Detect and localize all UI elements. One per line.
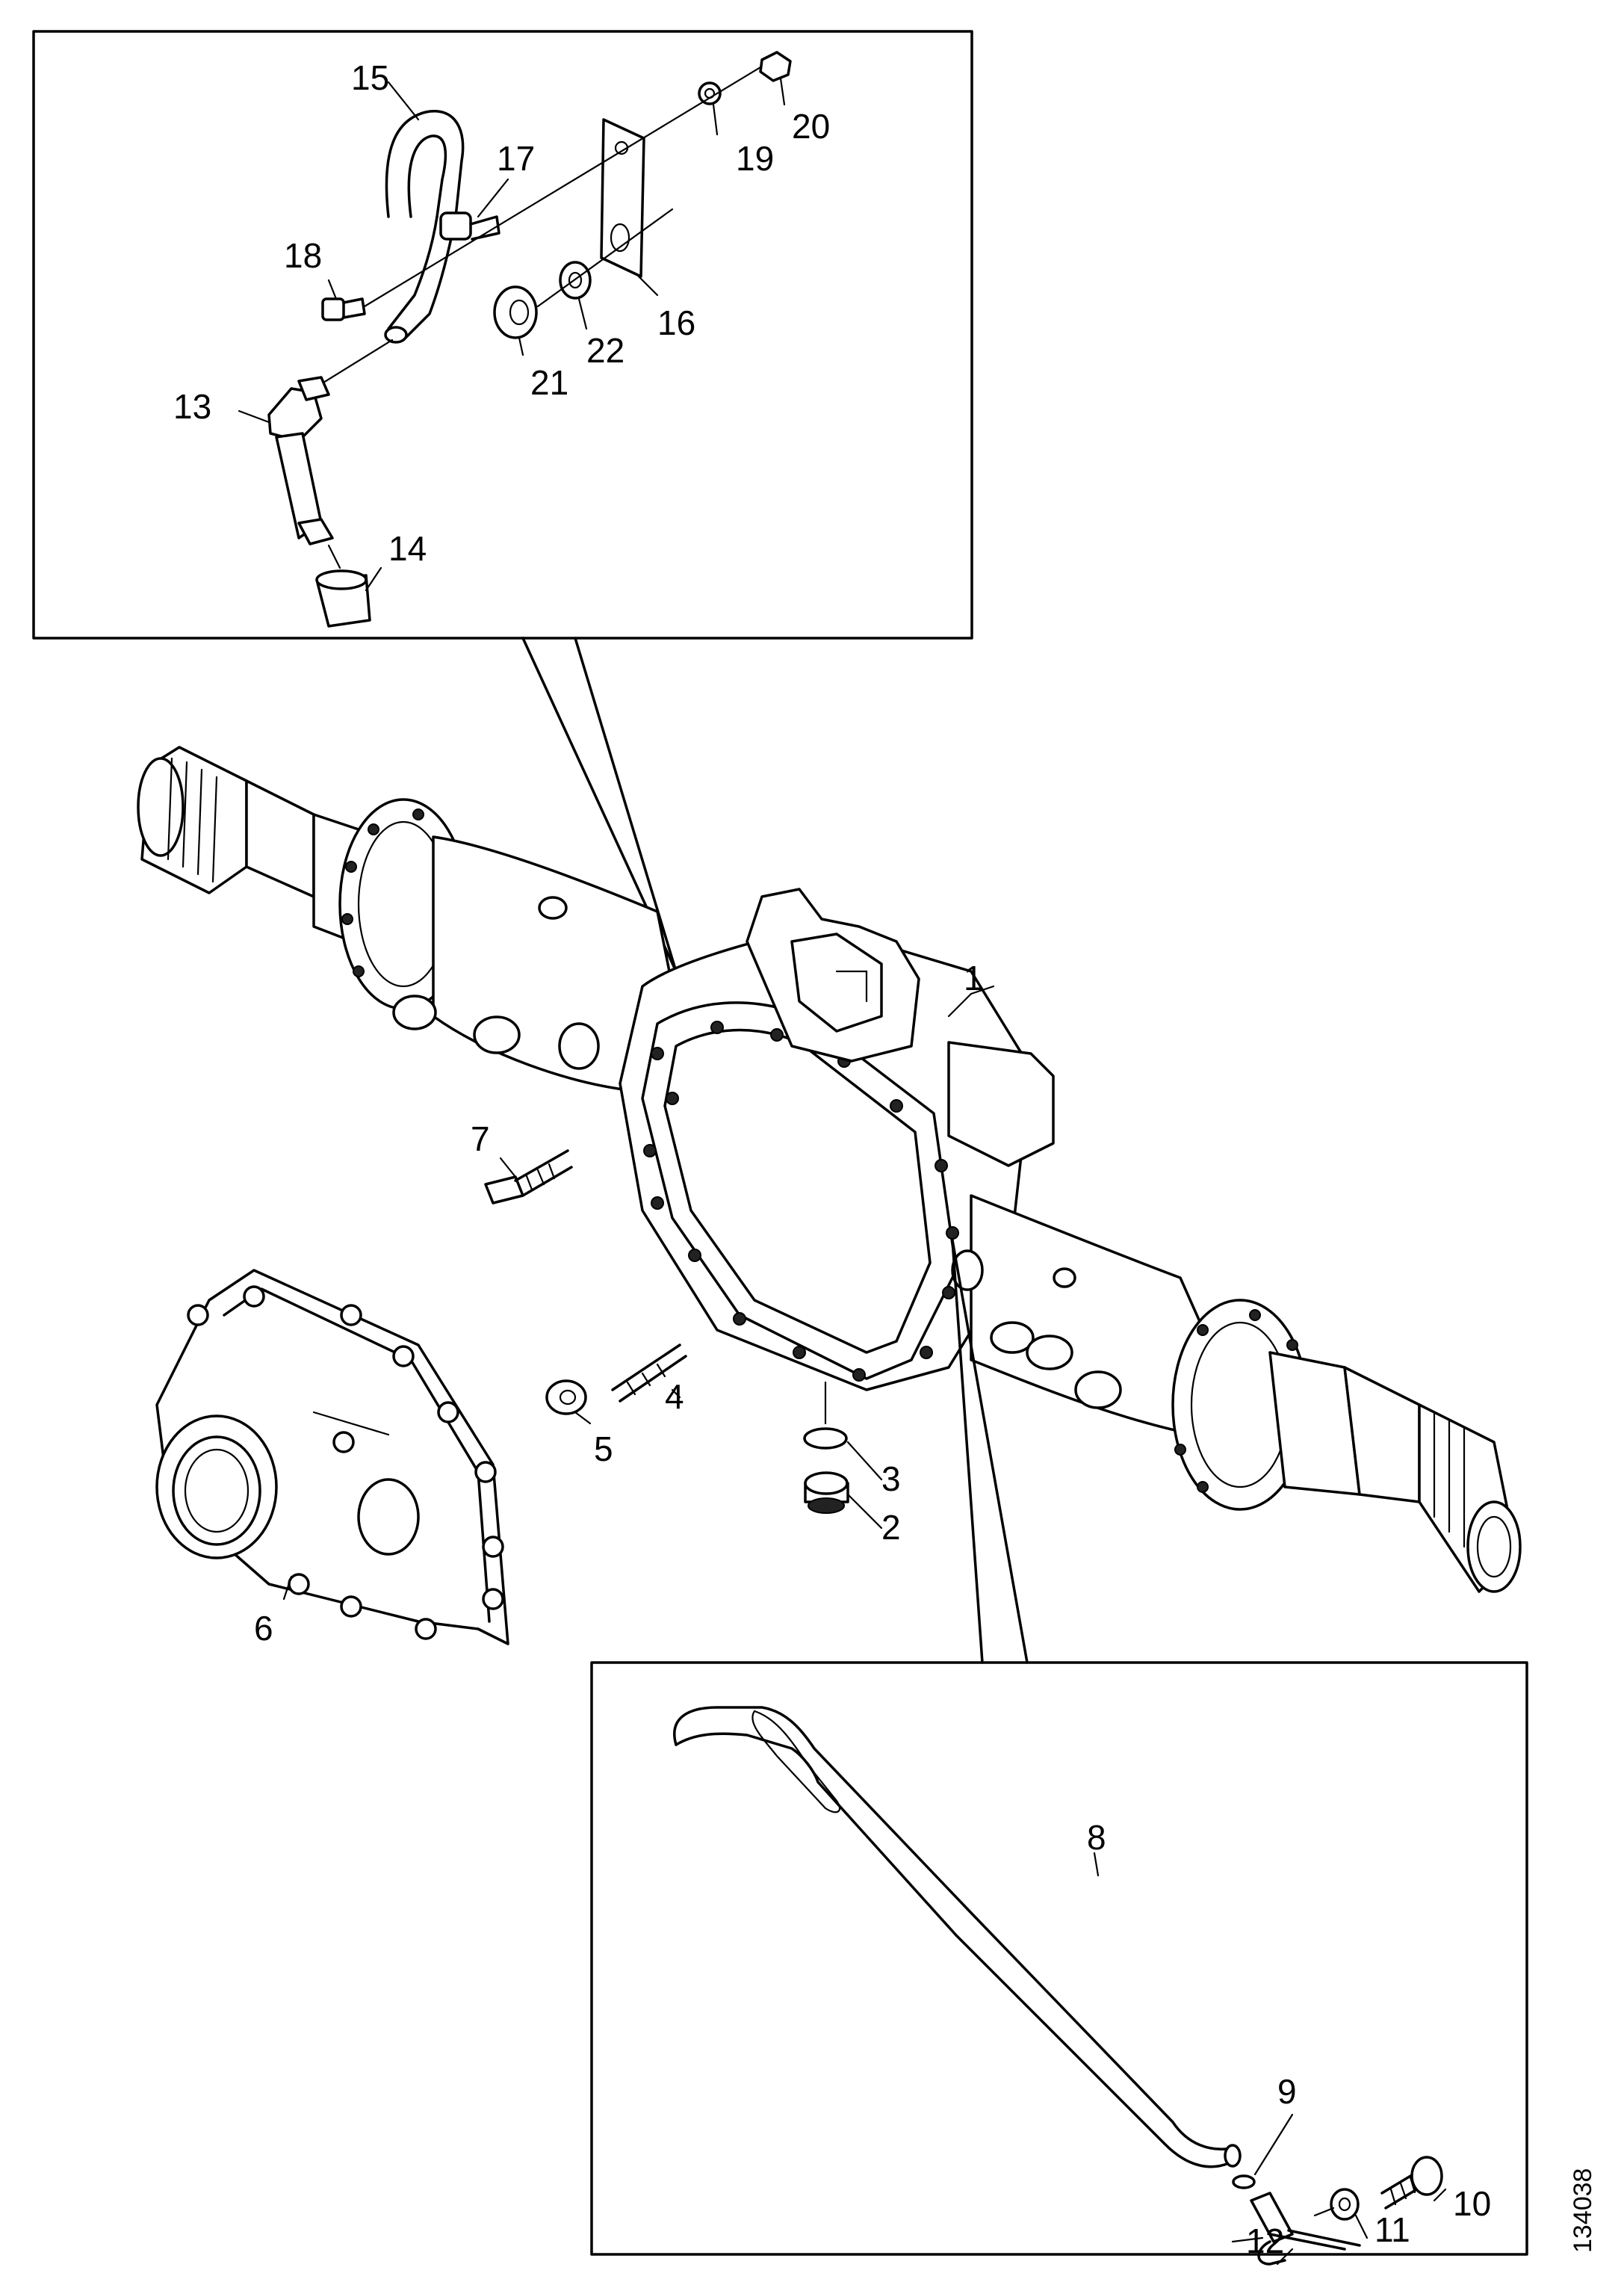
callout-12: 12 (1246, 2221, 1284, 2260)
callout-3: 3 (881, 1459, 901, 1498)
callout-21: 21 (530, 363, 568, 402)
nut-21 (493, 285, 538, 339)
dipstick-tube (673, 1706, 1242, 2168)
callout-20: 20 (792, 107, 830, 146)
callout-2: 2 (881, 1508, 901, 1547)
stud-4 (611, 1343, 687, 1403)
callout-5: 5 (594, 1429, 613, 1468)
oring-9 (1232, 2174, 1256, 2189)
callout-18: 18 (284, 236, 322, 275)
axle-housing (137, 746, 1522, 1593)
callout-16: 16 (657, 303, 695, 342)
callout-10: 10 (1453, 2184, 1491, 2223)
washer-11 (1330, 2188, 1360, 2221)
bolt-7 (484, 1149, 573, 1205)
nut-20 (759, 51, 792, 82)
bushing (315, 544, 371, 628)
mounting-bracket (600, 118, 645, 278)
bolt-10 (1380, 2156, 1443, 2210)
tube-bracket (1231, 2192, 1361, 2266)
callout-13: 13 (173, 387, 211, 426)
callout-8: 8 (1087, 1818, 1106, 1857)
washer-19 (698, 81, 722, 105)
callout-4: 4 (665, 1377, 684, 1416)
callout-9: 9 (1277, 2072, 1297, 2111)
callout-11: 11 (1374, 2210, 1410, 2249)
callout-14: 14 (388, 529, 427, 568)
callout-6: 6 (254, 1609, 273, 1648)
drain-plug-2 (804, 1471, 849, 1514)
detail-box-dipstick: 8 9 10 11 12 (590, 1239, 1528, 2266)
oring-3 (803, 1427, 848, 1450)
bolt-18 (321, 297, 366, 321)
nut-5 (545, 1379, 587, 1415)
detail-box-breather: 15 17 18 19 20 13 14 16 21 22 (32, 30, 973, 973)
callout-22: 22 (586, 331, 625, 370)
callout-15: 15 (351, 58, 389, 97)
hose-clamp (439, 211, 500, 241)
callout-17: 17 (497, 139, 535, 178)
callout-19: 19 (736, 139, 774, 178)
drawing-reference-number: 134038 (1569, 2168, 1597, 2253)
differential-cover (155, 1269, 509, 1645)
callout-7: 7 (471, 1119, 490, 1158)
callout-1: 1 (964, 959, 983, 998)
breather-valve (267, 376, 334, 545)
